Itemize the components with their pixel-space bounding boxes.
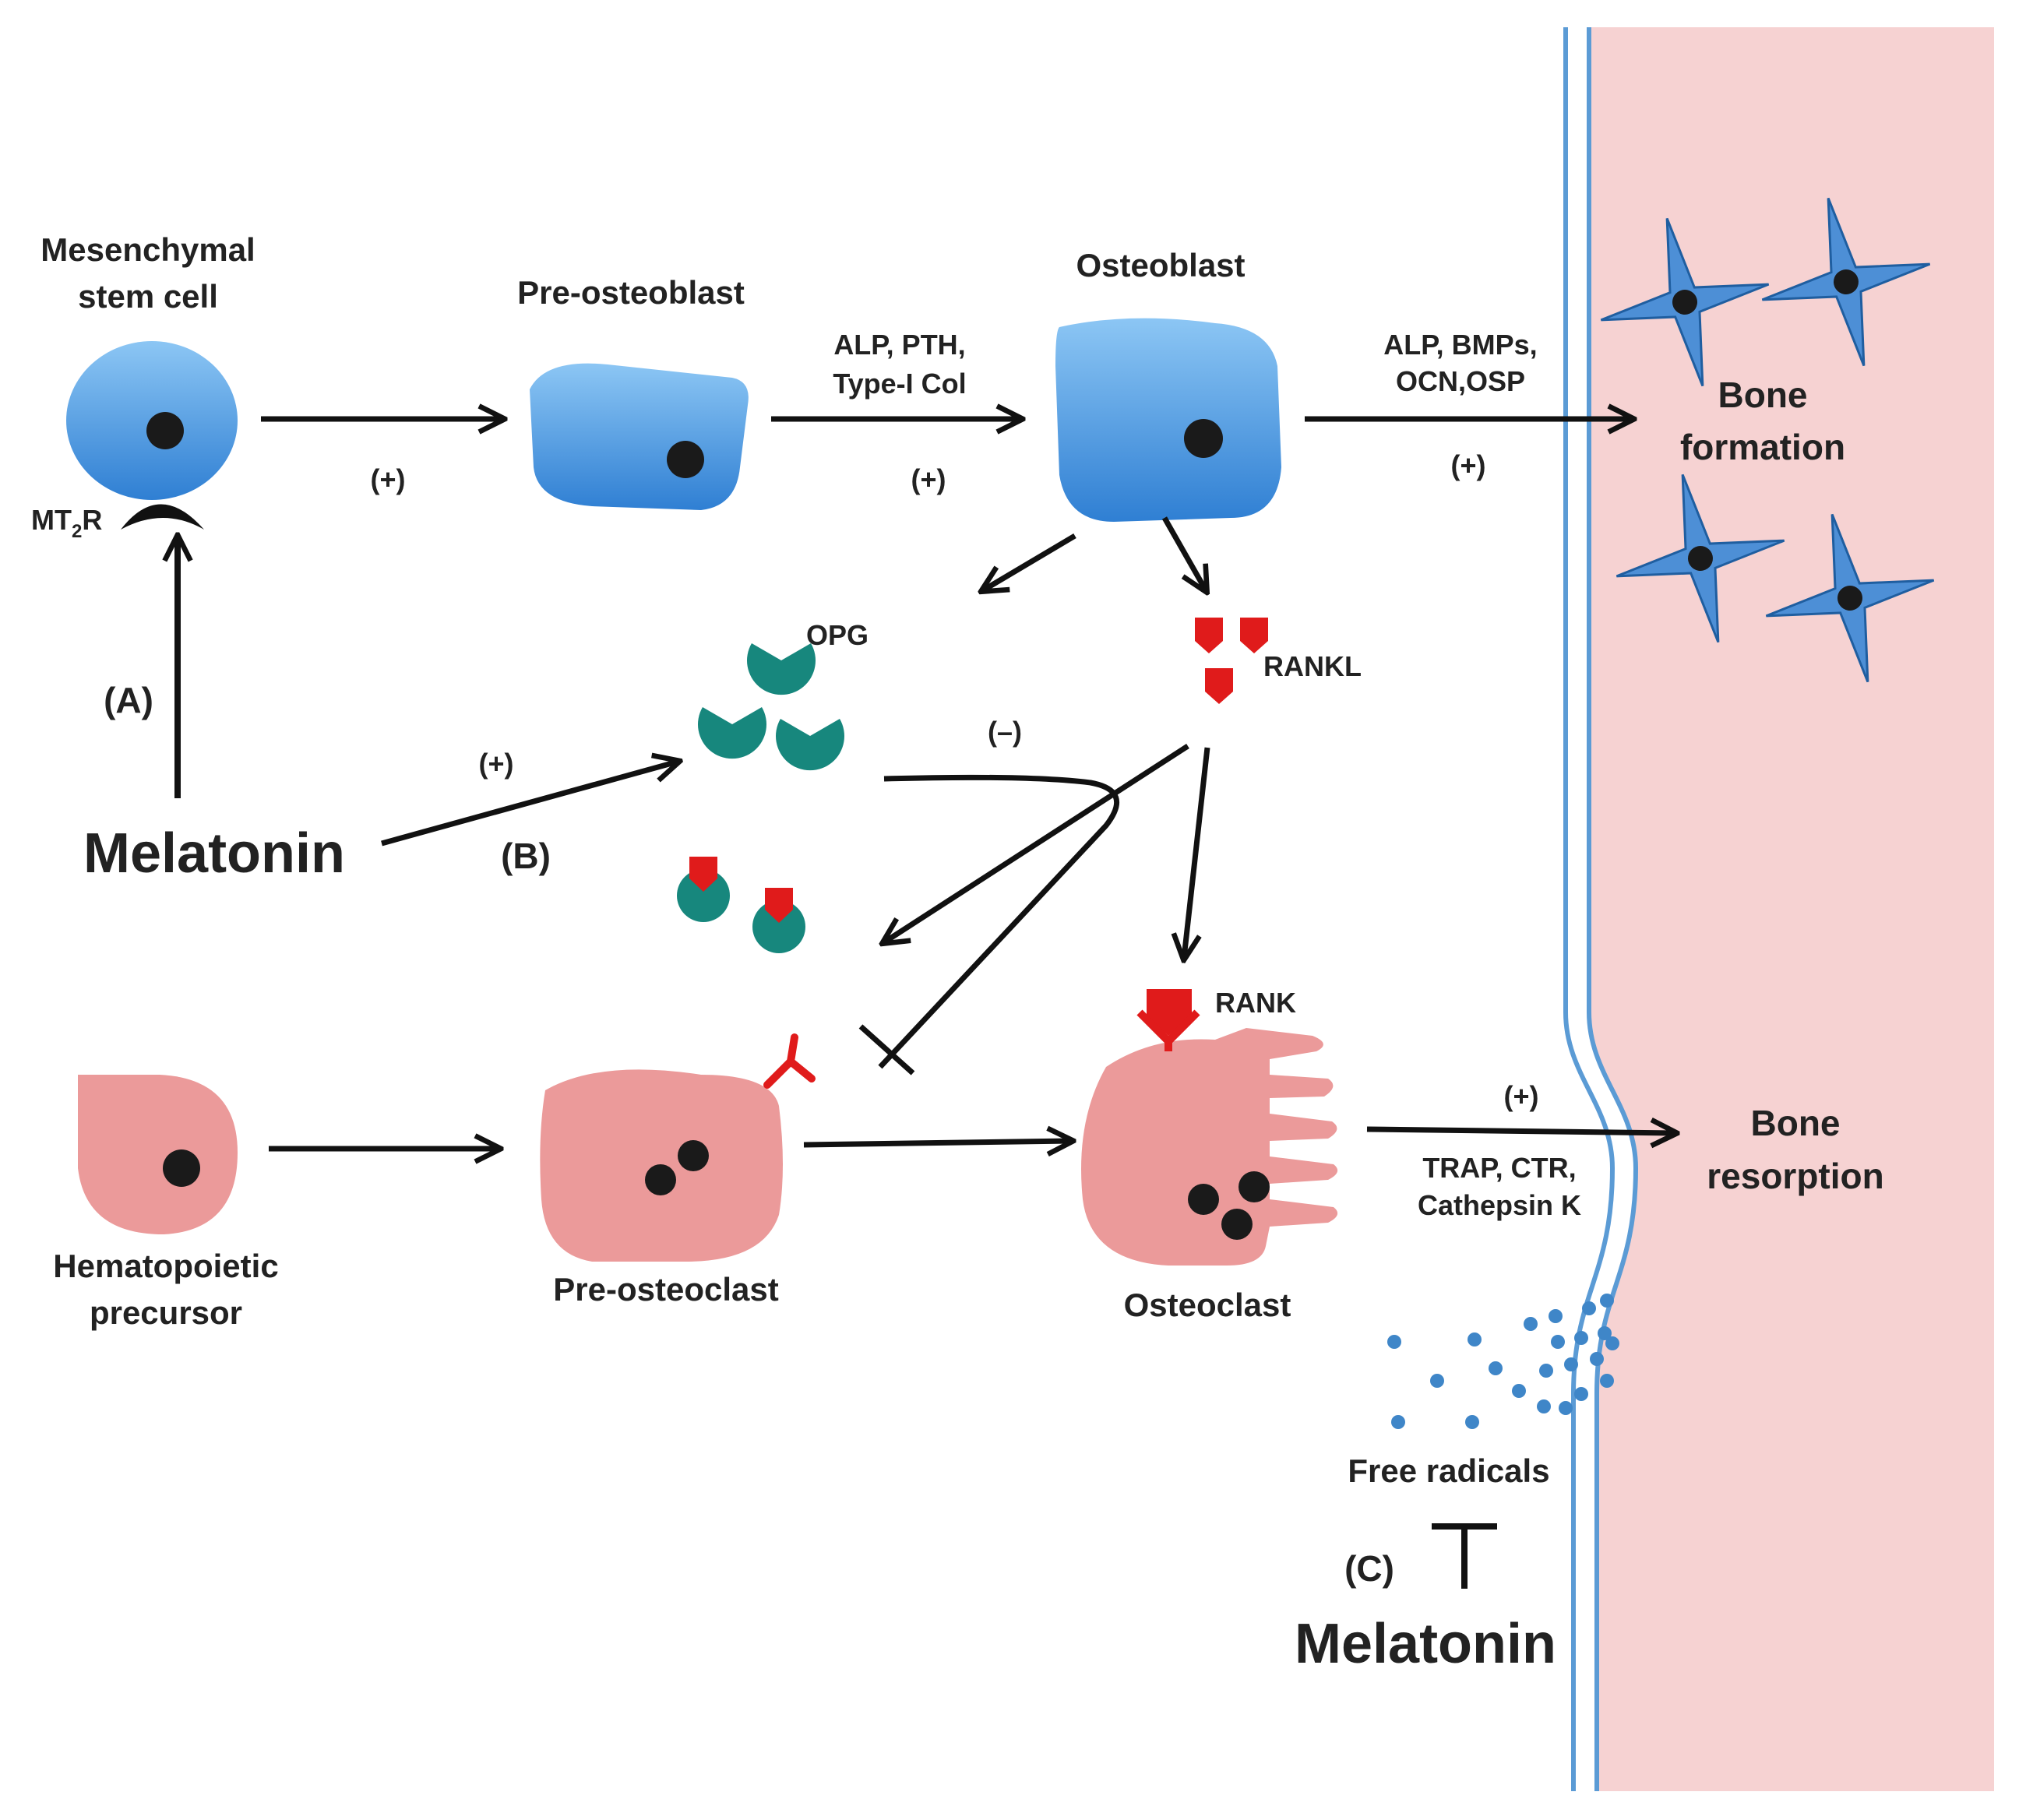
- arrow-osteoblast-to-opg: [983, 533, 1076, 590]
- opg-rankl-complex-2: [752, 888, 805, 953]
- plus-msc-sign: (+): [371, 463, 406, 495]
- msc-label-line2: stem cell: [78, 278, 218, 315]
- pathway-a-label: (A): [104, 680, 153, 720]
- hpc-label-line2: precursor: [90, 1294, 242, 1331]
- arrow-osteoblast-to-rankl: [1161, 516, 1206, 590]
- rankl-molecule-2: [1240, 618, 1268, 653]
- rank-label: RANK: [1215, 987, 1296, 1019]
- osteoclast-label: Osteoclast: [1124, 1287, 1291, 1323]
- osteoclast-cell: [1081, 1028, 1338, 1266]
- opg-rankl-complex-1: [677, 857, 730, 922]
- opg-label: OPG: [806, 619, 869, 651]
- opg-molecule-3: [776, 719, 844, 771]
- plus-osteoblast-sign: (+): [911, 463, 946, 495]
- pathway-b-label: (B): [501, 836, 551, 876]
- bone-formation-label-line1: Bone: [1718, 375, 1808, 415]
- plus-opg-sign: (+): [479, 748, 514, 780]
- pre-osteoblast-label: Pre-osteoblast: [517, 274, 745, 311]
- arrow-preosteoclast-to-osteoclast: [803, 1141, 1071, 1145]
- opg-molecule-2: [698, 707, 766, 759]
- pathway-c-label: (C): [1344, 1548, 1394, 1589]
- pre-osteoblast-cell: [530, 363, 749, 510]
- rankl-label: RANKL: [1263, 650, 1362, 682]
- resorption-factors-line2: Cathepsin K: [1418, 1189, 1581, 1221]
- bone-factors-line1: ALP, BMPs,: [1383, 329, 1537, 361]
- free-radicals-label: Free radicals: [1348, 1452, 1549, 1489]
- mt2r-label: MT2R: [31, 504, 102, 542]
- bone-resorption-label-line1: Bone: [1751, 1103, 1841, 1143]
- melatonin-lower-label: Melatonin: [1295, 1613, 1556, 1675]
- bone-factors-line2: OCN,OSP: [1396, 365, 1525, 397]
- arrow-melatonin-to-opg: [381, 762, 678, 847]
- mt2r-receptor: [121, 504, 204, 530]
- msc-label-line1: Mesenchymal: [41, 231, 255, 268]
- osteoblast-factors-line2: Type-I Col: [833, 368, 966, 400]
- minus-sign: (–): [988, 716, 1022, 748]
- arrow-rankl-to-rank: [1184, 747, 1210, 958]
- opg-molecule-1: [747, 643, 816, 695]
- arrow-rankl-to-opg-complex: [884, 744, 1189, 942]
- bone-tissue: [1589, 27, 1994, 1791]
- osteoclast-nucleus-3: [1221, 1209, 1253, 1240]
- pre-osteoclast-nucleus-1: [678, 1140, 709, 1171]
- plus-bone-formation-sign: (+): [1451, 449, 1486, 481]
- melatonin-main-label: Melatonin: [83, 822, 345, 885]
- hpc-label-line1: Hematopoietic: [53, 1248, 278, 1284]
- inhibition-opg-rankl-curve: [878, 774, 1120, 1069]
- pre-osteoclast-label: Pre-osteoclast: [553, 1271, 778, 1308]
- osteoclast-nucleus-2: [1239, 1171, 1270, 1202]
- hpc-nucleus: [163, 1149, 200, 1187]
- inhibition-bar: [858, 1024, 915, 1075]
- bone-resorption-label-line2: resorption: [1707, 1156, 1883, 1196]
- pre-osteoblast-nucleus: [667, 441, 704, 478]
- plus-resorption-sign: (+): [1504, 1080, 1539, 1112]
- bone-formation-label-line2: formation: [1680, 427, 1845, 467]
- rankl-molecule-3: [1205, 668, 1233, 704]
- rank-receptor-bound: [1136, 989, 1200, 1051]
- rankl-molecule-1: [1195, 618, 1223, 653]
- osteoclast-nucleus-1: [1188, 1184, 1219, 1215]
- free-radical-dots: [1387, 1294, 1619, 1429]
- osteoblast-nucleus: [1184, 419, 1223, 458]
- resorption-factors-line1: TRAP, CTR,: [1422, 1152, 1576, 1184]
- msc-nucleus: [146, 412, 184, 449]
- arrow-osteoclast-to-bone-resorption: [1366, 1129, 1675, 1133]
- bone-membrane-outer: [1563, 27, 1616, 1791]
- osteoblast-factors-line1: ALP, PTH,: [833, 329, 965, 361]
- pre-osteoclast-nucleus-2: [645, 1164, 676, 1195]
- osteoblast-cell: [1055, 318, 1281, 522]
- hematopoietic-precursor-cell: [78, 1075, 238, 1234]
- pre-osteoclast-rank-receptor: [763, 1033, 816, 1089]
- osteoblast-label: Osteoblast: [1076, 247, 1245, 283]
